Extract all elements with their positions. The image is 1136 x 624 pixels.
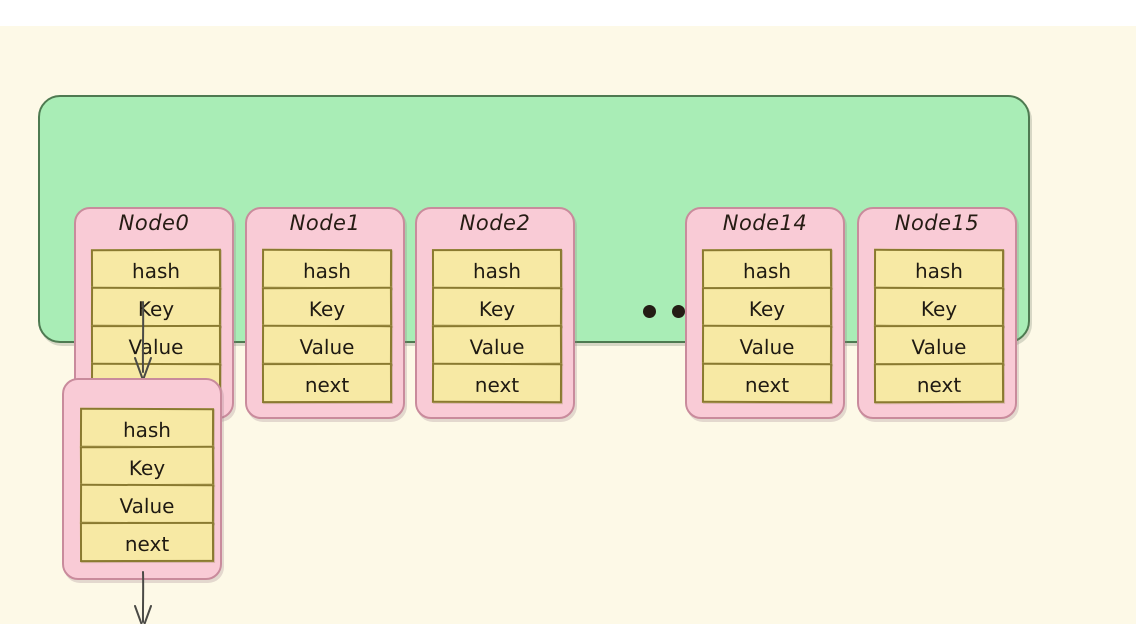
field-key: Key bbox=[90, 286, 222, 328]
node-card-node2[interactable]: Node2 hash Key Value next bbox=[415, 207, 575, 419]
field-hash: hash bbox=[873, 248, 1005, 290]
field-hash: hash bbox=[90, 248, 222, 290]
ellipsis-dot bbox=[671, 304, 685, 318]
field-hash: hash bbox=[79, 407, 215, 449]
field-next: next bbox=[261, 362, 393, 404]
top-white-strip bbox=[0, 0, 1136, 26]
node-card-node15[interactable]: Node15 hash Key Value next bbox=[857, 207, 1017, 419]
field-value: Value bbox=[79, 483, 215, 525]
node-title: Node2 bbox=[459, 211, 531, 235]
field-value: Value bbox=[431, 324, 563, 366]
field-stack: hash Key Value next bbox=[873, 248, 1005, 404]
field-value: Value bbox=[873, 324, 1005, 366]
field-hash: hash bbox=[261, 248, 393, 290]
field-hash: hash bbox=[701, 248, 833, 290]
field-next: next bbox=[431, 362, 563, 404]
node-card-node14[interactable]: Node14 hash Key Value next bbox=[685, 207, 845, 419]
field-next: next bbox=[701, 362, 833, 404]
field-key: Key bbox=[261, 286, 393, 328]
field-stack: hash Key Value next bbox=[261, 248, 393, 404]
field-key: Key bbox=[431, 286, 563, 328]
field-next: next bbox=[873, 362, 1005, 404]
node-title: Node14 bbox=[722, 211, 808, 235]
field-value: Value bbox=[90, 324, 222, 366]
field-key: Key bbox=[701, 286, 833, 328]
field-stack: hash Key Value next bbox=[431, 248, 563, 404]
field-key: Key bbox=[873, 286, 1005, 328]
node-title: Node1 bbox=[289, 211, 361, 235]
field-value: Value bbox=[261, 324, 393, 366]
node-card-chained[interactable]: hash Key Value next bbox=[62, 378, 222, 580]
field-stack: hash Key Value next bbox=[79, 407, 215, 563]
node-card-node1[interactable]: Node1 hash Key Value next bbox=[245, 207, 405, 419]
field-key: Key bbox=[79, 445, 215, 487]
bucket-array-container: Node0 hash Key Value next Node1 hash Key… bbox=[38, 95, 1030, 419]
node-title: Node15 bbox=[894, 211, 980, 235]
field-stack: hash Key Value next bbox=[701, 248, 833, 404]
field-value: Value bbox=[701, 324, 833, 366]
field-hash: hash bbox=[431, 248, 563, 290]
ellipsis-dot bbox=[643, 304, 656, 318]
node-title: Node0 bbox=[118, 211, 190, 235]
field-next: next bbox=[79, 521, 215, 563]
